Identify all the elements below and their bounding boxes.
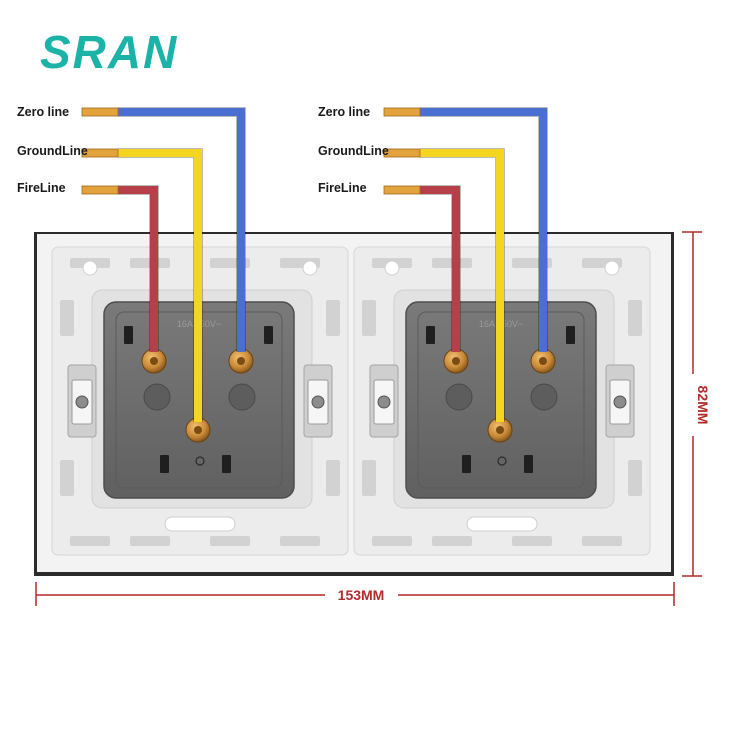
fire-line-label-left: FireLine [17,181,66,195]
frame-slot [60,300,74,336]
screw-slot-bottom [466,516,538,532]
frame-slot [326,300,340,336]
fire-line-label-right: FireLine [318,181,367,195]
copper-wire-tip [81,185,119,195]
ground-symbol-icon [497,456,507,466]
screw-hole [384,260,400,276]
clamp-screw [613,395,627,409]
wire-labels-right: Zero line GroundLine FireLine [318,105,389,195]
screw-hole [604,260,620,276]
frame-slot [512,536,552,546]
terminal-screw [452,357,460,365]
frame-slot [130,536,170,546]
zero-line-label-right: Zero line [318,105,370,119]
boss [530,383,558,411]
ground-line-wire-left [118,149,202,422]
terminal-screw [496,426,504,434]
frame-slot [70,536,110,546]
zero-line-label-left: Zero line [17,105,69,119]
clamp-screw [75,395,89,409]
width-dimension: 153MM [35,582,675,606]
terminal-screw [150,357,158,365]
zero-line-wire-right [420,108,547,352]
clamp-screw [311,395,325,409]
pin-slot [264,326,273,344]
frame-slot [60,460,74,496]
frame-slot [210,536,250,546]
height-dimension: 82MM [682,231,711,577]
copper-wire-tip [383,185,421,195]
screw-slot-bottom [164,516,236,532]
height-label: 82MM [695,386,711,425]
frame-slot [362,300,376,336]
pin-slot [222,455,231,473]
frame-slot [362,460,376,496]
copper-wire-tip [383,107,421,117]
terminal-screw [237,357,245,365]
zero-line-wire-left [118,108,245,352]
frame-slot [582,536,622,546]
screw-hole [82,260,98,276]
ground-symbol-icon [195,456,205,466]
terminal-screw [194,426,202,434]
boss [445,383,473,411]
terminal-screw [539,357,547,365]
wire-labels-left: Zero line GroundLine FireLine [17,105,88,195]
frame-slot [280,536,320,546]
frame-slot [372,536,412,546]
boss [143,383,171,411]
pin-slot [566,326,575,344]
pin-slot [160,455,169,473]
copper-wire-tip [383,148,421,158]
fire-line-wire-right [420,186,460,352]
screw-hole [302,260,318,276]
frame-slot [628,300,642,336]
ground-line-label-left: GroundLine [17,144,88,158]
clamp-screw [377,395,391,409]
frame-slot [326,460,340,496]
pin-slot [426,326,435,344]
fire-line-wire-left [118,186,158,352]
frame-slot [628,460,642,496]
copper-wire-tip [81,148,119,158]
ground-line-wire-right [420,149,504,422]
width-label: 153MM [338,587,385,603]
wires [81,107,548,422]
ground-line-label-right: GroundLine [318,144,389,158]
pin-slot [524,455,533,473]
copper-wire-tip [81,107,119,117]
boss [228,383,256,411]
pin-slot [124,326,133,344]
frame-slot [432,536,472,546]
pin-slot [462,455,471,473]
brand-logo: SRAN [40,26,178,78]
